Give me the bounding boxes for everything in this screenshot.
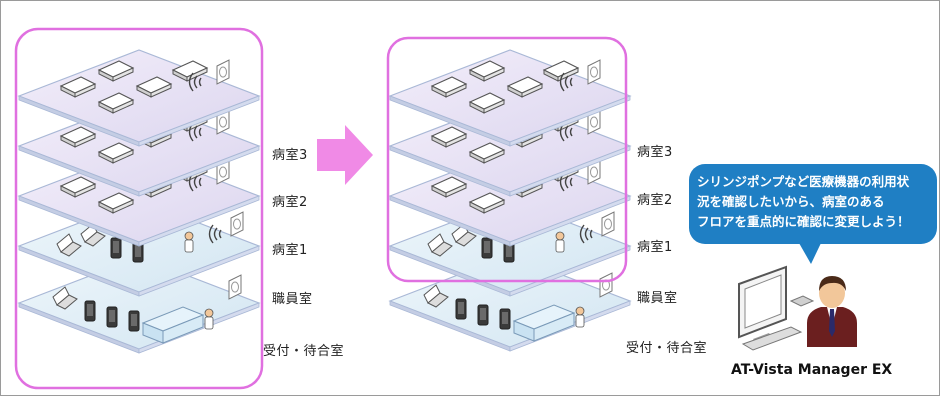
bed-icon [59,76,97,98]
access-point-icon [599,272,613,298]
smartphone-icon [128,310,140,332]
arrow-icon [317,125,373,185]
bed-icon [506,76,544,98]
left-floor-label-ward1: 病室1 [272,243,308,258]
right-floor-label-ward3: 病室3 [637,145,673,160]
reception-desk-icon [141,306,205,344]
left-floor-label-staff-room: 職員室 [272,292,313,307]
bed-icon [468,60,506,82]
bed-icon [97,142,135,164]
bed-icon [135,76,173,98]
bed-icon [59,126,97,148]
left-building-floors [17,49,261,354]
speech-line-3: フロアを重点的に確認に変更しよう！ [697,214,910,229]
bed-icon [468,142,506,164]
speech-bubble-text: シリンジポンプなど医療機器の利用状 況を確認したいから、病室のある フロアを重点… [697,172,929,232]
smartphone-icon [84,300,96,322]
reception-desk-icon [512,304,576,342]
staff-person-icon [204,308,214,330]
wifi-icon [579,224,593,244]
product-name: AT-Vista Manager EX [731,362,893,378]
floor-reception [17,256,261,354]
staff-person-icon [184,231,194,253]
bed-icon [97,92,135,114]
smartphone-icon [106,306,118,328]
bed-icon [171,60,209,82]
floor-ward-3 [388,49,632,147]
smartphone-icon [110,237,122,259]
left-highlight-frame [14,27,264,390]
bed-icon [430,76,468,98]
bed-icon [430,126,468,148]
smartphone-icon [455,298,467,320]
right-floor-label-ward1: 病室1 [637,240,673,255]
right-floor-label-ward2: 病室2 [637,193,673,208]
left-floor-label-ward3: 病室3 [272,148,308,163]
left-floor-label-reception: 受付・待合室 [263,344,345,359]
access-point-icon [228,274,242,300]
smartphone-icon [499,308,511,330]
right-floor-label-staff-room: 職員室 [637,291,678,306]
access-point-icon [587,159,601,185]
access-point-icon [216,59,230,85]
smartphone-icon [477,304,489,326]
left-floor-label-ward2: 病室2 [272,195,308,210]
smartphone-icon [481,237,493,259]
wifi-icon [188,72,202,92]
bed-icon [542,60,580,82]
staff-person-icon [575,306,585,328]
bed-icon [97,60,135,82]
user-avatar-icon [807,276,857,347]
speech-line-1: シリンジポンプなど医療機器の利用状 [697,174,910,189]
bed-icon [97,192,135,214]
monitor-icon [738,265,815,351]
access-point-icon [601,211,615,237]
right-floor-label-reception: 受付・待合室 [626,341,708,356]
floor-reception [388,254,632,352]
right-building-floors [388,49,632,352]
laptop-icon [56,233,82,257]
laptop-icon [427,233,453,257]
bed-icon [468,192,506,214]
floor-ward-3 [17,49,261,147]
access-point-icon [587,59,601,85]
right-highlight-frame [386,36,628,283]
bed-icon [468,92,506,114]
laptop-icon [52,286,78,310]
speech-bubble: シリンジポンプなど医療機器の利用状 況を確認したいから、病室のある フロアを重点… [689,164,939,264]
staff-person-icon [555,231,565,253]
laptop-icon [423,284,449,308]
speech-line-2: 況を確認したいから、病室のある [697,194,885,209]
wifi-icon [208,224,222,244]
bed-icon [430,176,468,198]
access-point-icon [230,211,244,237]
bed-icon [59,176,97,198]
speech-bubble-shape [689,164,937,264]
wifi-icon [559,72,573,92]
